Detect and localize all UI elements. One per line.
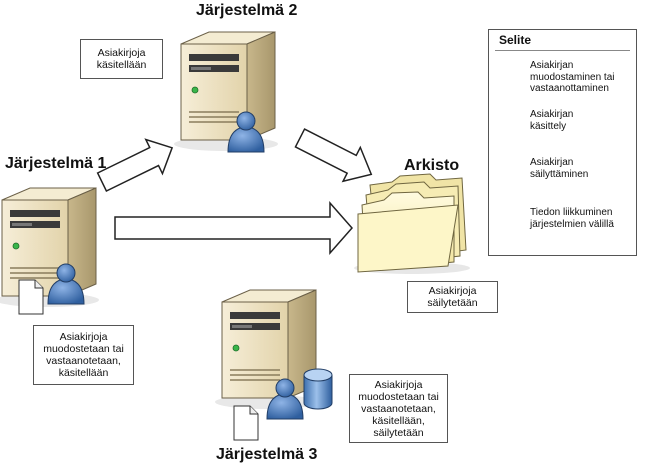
server-2-icon: [173, 31, 279, 152]
server-3-icon: [214, 289, 320, 410]
document-icon-system3: [233, 405, 259, 441]
legend-box: Selite Asiakirjan muodostaminen tai vast…: [488, 29, 637, 256]
arrow-system1-to-archive: [114, 201, 353, 255]
system2-title: Järjestelmä 2: [196, 2, 298, 19]
legend-title: Selite: [499, 33, 532, 47]
system2-note: Asiakirjoja käsitellään: [80, 39, 163, 79]
archive-title: Arkisto: [404, 157, 460, 174]
legend-item-person: Asiakirjan käsittely: [530, 109, 574, 132]
database-icon-system3: [303, 368, 333, 410]
legend-item-document: Asiakirjan muodostaminen tai vastaanotta…: [530, 60, 615, 94]
system3-title: Järjestelmä 3: [216, 446, 318, 463]
archive-note: Asiakirjoja säilytetään: [407, 281, 498, 313]
system1-title: Järjestelmä 1: [5, 155, 107, 172]
arrow-system1-to-system2: [96, 138, 174, 192]
archive-folder-icon: [354, 173, 470, 274]
legend-item-arrow: Tiedon liikkuminen järjestelmien välillä: [530, 207, 614, 230]
arrow-system2-to-archive: [294, 128, 373, 183]
legend-divider: [495, 50, 630, 51]
document-icon-system1: [18, 279, 44, 315]
system3-note: Asiakirjoja muodostetaan tai vastaanotet…: [349, 374, 448, 443]
legend-item-database: Asiakirjan säilyttäminen: [530, 157, 589, 180]
system1-note: Asiakirjoja muodostetaan tai vastaanotet…: [33, 325, 134, 385]
server-1-icon: [0, 187, 100, 308]
